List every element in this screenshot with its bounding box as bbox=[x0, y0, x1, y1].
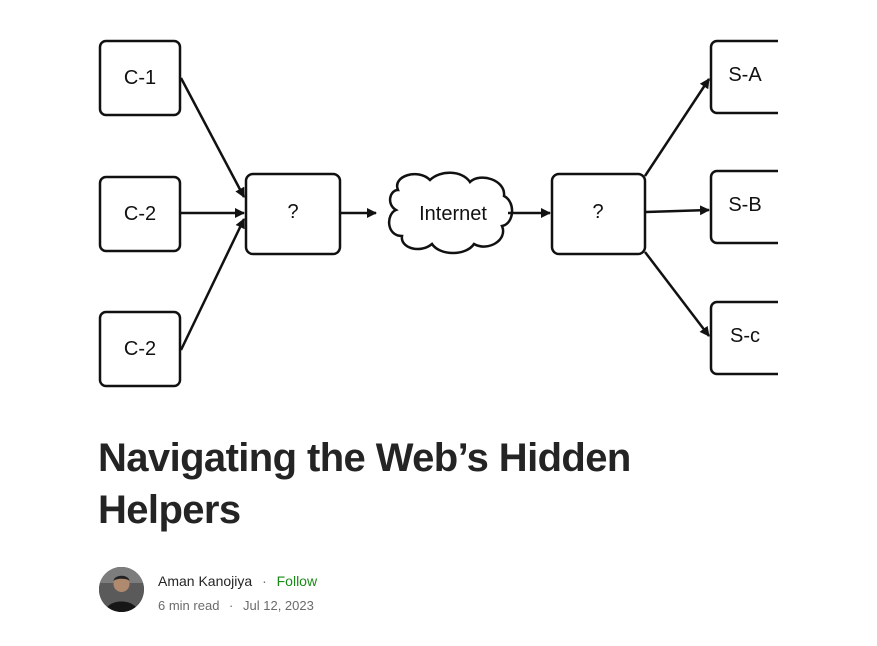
reverse-proxy-label: ? bbox=[592, 201, 603, 223]
author-row: Aman Kanojiya · Follow bbox=[158, 573, 317, 589]
server-label-c: S-c bbox=[730, 325, 760, 347]
internet-label: Internet bbox=[419, 203, 487, 225]
server-box-a: S-A bbox=[709, 39, 793, 115]
arrow-c3-proxy bbox=[179, 218, 246, 351]
arrow-proxy-sa bbox=[643, 78, 711, 177]
follow-button[interactable]: Follow bbox=[276, 573, 318, 589]
article-meta-row: 6 min read · Jul 12, 2023 bbox=[158, 598, 314, 613]
article-title-line-2: Helpers bbox=[98, 488, 241, 532]
article-title: Navigating the Web’s Hidden Helpers bbox=[98, 432, 698, 536]
publish-date: Jul 12, 2023 bbox=[243, 598, 314, 613]
proxy-diagram: C-1 C-2 C-2 ? Internet ? S-A S-B S-c bbox=[98, 30, 877, 390]
client-box-2: C-2 bbox=[98, 175, 182, 253]
arrows bbox=[179, 77, 711, 351]
crop-mask bbox=[778, 30, 877, 390]
server-label-a: S-A bbox=[728, 64, 762, 86]
client-label-2: C-2 bbox=[124, 203, 156, 225]
read-time: 6 min read bbox=[158, 598, 220, 613]
forward-proxy-label: ? bbox=[287, 201, 298, 223]
forward-proxy-box: ? bbox=[244, 172, 342, 256]
separator-dot: · bbox=[262, 573, 267, 589]
client-label-3: C-2 bbox=[124, 338, 156, 360]
client-box-3: C-2 bbox=[98, 310, 182, 388]
author-avatar[interactable] bbox=[99, 567, 144, 612]
reverse-proxy-box: ? bbox=[550, 172, 647, 256]
arrow-c1-proxy bbox=[179, 77, 246, 198]
avatar-photo-icon bbox=[99, 567, 144, 612]
arrow-proxy-sb bbox=[645, 205, 710, 216]
arrow-proxy-sc bbox=[644, 251, 710, 337]
client-label-1: C-1 bbox=[124, 67, 156, 89]
server-label-b: S-B bbox=[728, 194, 761, 216]
article-title-line-1: Navigating the Web’s Hidden bbox=[98, 436, 631, 480]
client-box-1: C-1 bbox=[98, 39, 182, 117]
separator-dot-2: · bbox=[229, 598, 234, 613]
internet-cloud: Internet bbox=[388, 171, 514, 255]
author-name[interactable]: Aman Kanojiya bbox=[158, 573, 253, 589]
